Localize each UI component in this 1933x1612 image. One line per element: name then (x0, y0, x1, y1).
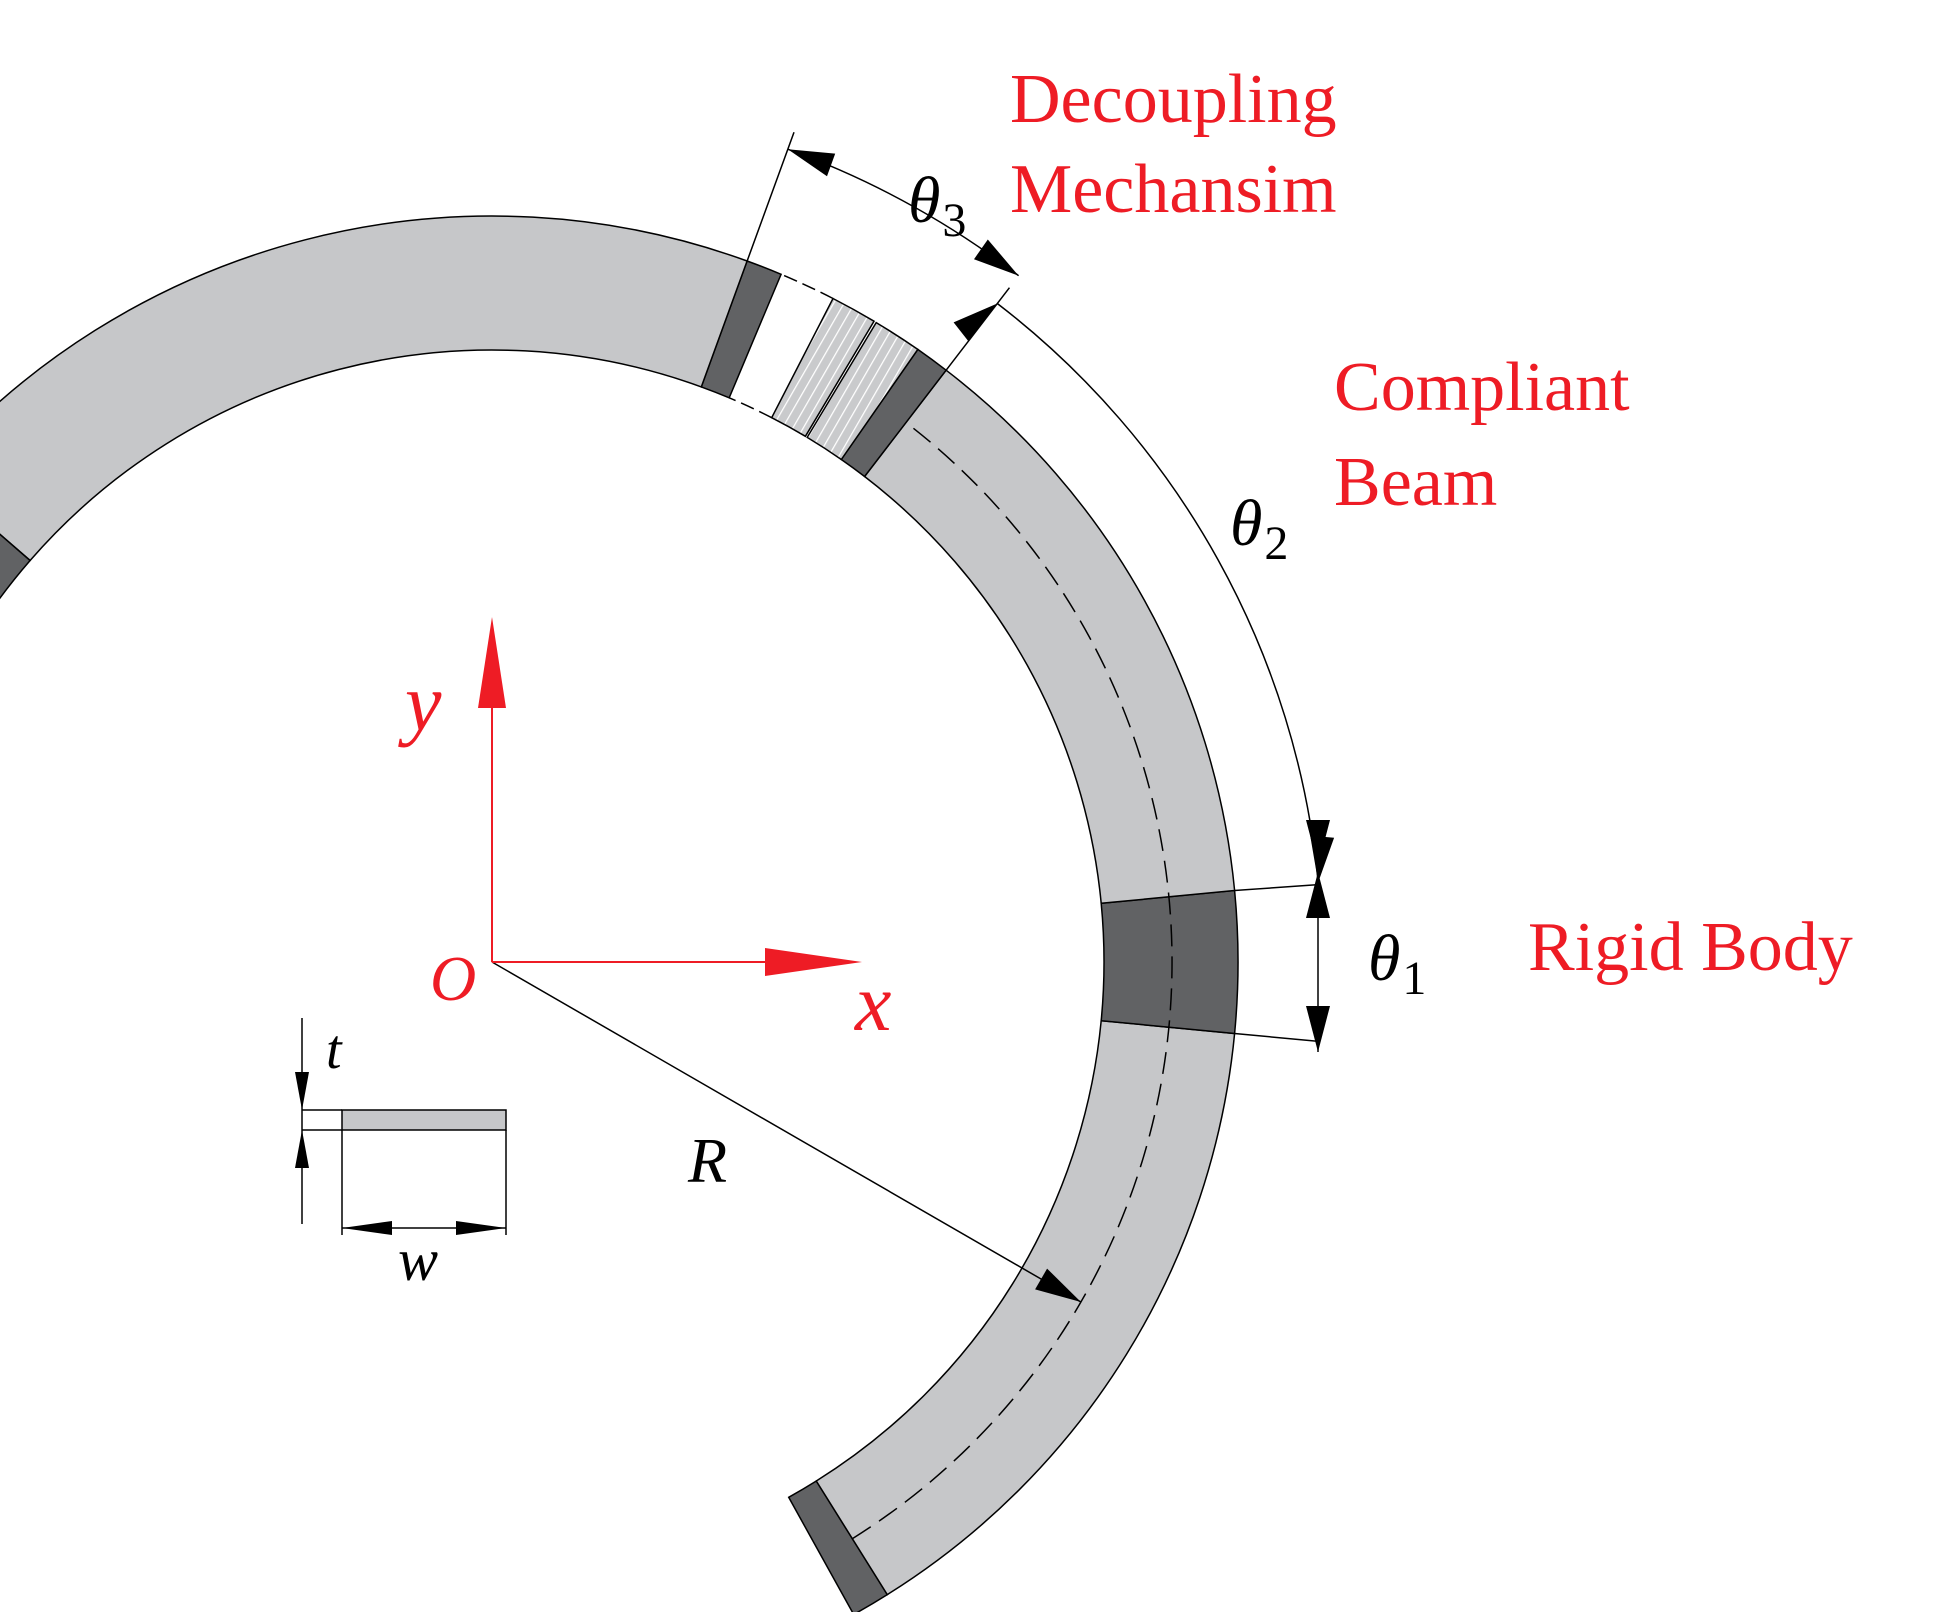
rigid-body-label: Rigid Body (1528, 909, 1853, 986)
compliant-beam-segment-upper (863, 369, 1236, 905)
cross-section-rect (341, 1109, 507, 1131)
theta3-label: θ3 (908, 164, 966, 247)
theta1-arrow-bottom (1306, 1006, 1330, 1052)
theta3-arrow-right (974, 239, 1019, 276)
rigid-body-segment-bottom (787, 1479, 889, 1612)
decoupling-label-line1: Decoupling (1010, 61, 1337, 138)
dimension-lines (491, 131, 1335, 1303)
theta3-arrow-left (787, 149, 836, 177)
decoupling-hatch-segment-1 (770, 297, 876, 438)
decoupling-label-line2: Mechansim (1010, 151, 1337, 228)
theta2-arrow-bottom (1310, 835, 1335, 883)
thickness-label: t (326, 1019, 343, 1081)
decoupling-gap-outer-edge (780, 273, 834, 300)
beam-neutral-axis (851, 421, 1173, 1540)
theta2-dimension-arc (996, 302, 1319, 883)
theta2-label: θ2 (1230, 487, 1288, 570)
rigid-body-segment-mid (840, 348, 948, 478)
compliant-beam-segment-lower (815, 1019, 1236, 1596)
x-axis-arrowhead (765, 948, 862, 976)
cross-section-inset (295, 1018, 507, 1235)
theta3-extension-left (746, 131, 795, 262)
y-axis-arrowhead (478, 617, 506, 708)
rigid-body-segment-left (0, 533, 32, 600)
theta1-extension-bottom (1234, 1032, 1321, 1043)
coordinate-axes (478, 617, 862, 976)
radius-label: R (687, 1125, 727, 1196)
origin-label: O (430, 943, 476, 1014)
decoupling-gap-inner-edge (728, 397, 773, 419)
compliant-label-line2: Beam (1334, 444, 1497, 521)
decoupling-hatch-segment-2 (806, 321, 919, 461)
radius-arrowhead (1035, 1268, 1081, 1302)
x-axis-label: x (854, 957, 891, 1048)
radius-line (491, 961, 1082, 1303)
rigid-body-segment-center (1100, 889, 1239, 1035)
ring-structure (0, 215, 1239, 1612)
theta1-label: θ1 (1368, 922, 1426, 1005)
theta2-arrow-top (953, 303, 998, 342)
y-axis-label: y (398, 657, 442, 748)
width-label: w (398, 1227, 438, 1293)
theta1-extension-top (1234, 883, 1321, 892)
compliant-label-line1: Compliant (1334, 349, 1630, 426)
compliant-beam-segment-top (0, 215, 749, 562)
theta1-arrow-top-inner (1306, 872, 1330, 918)
